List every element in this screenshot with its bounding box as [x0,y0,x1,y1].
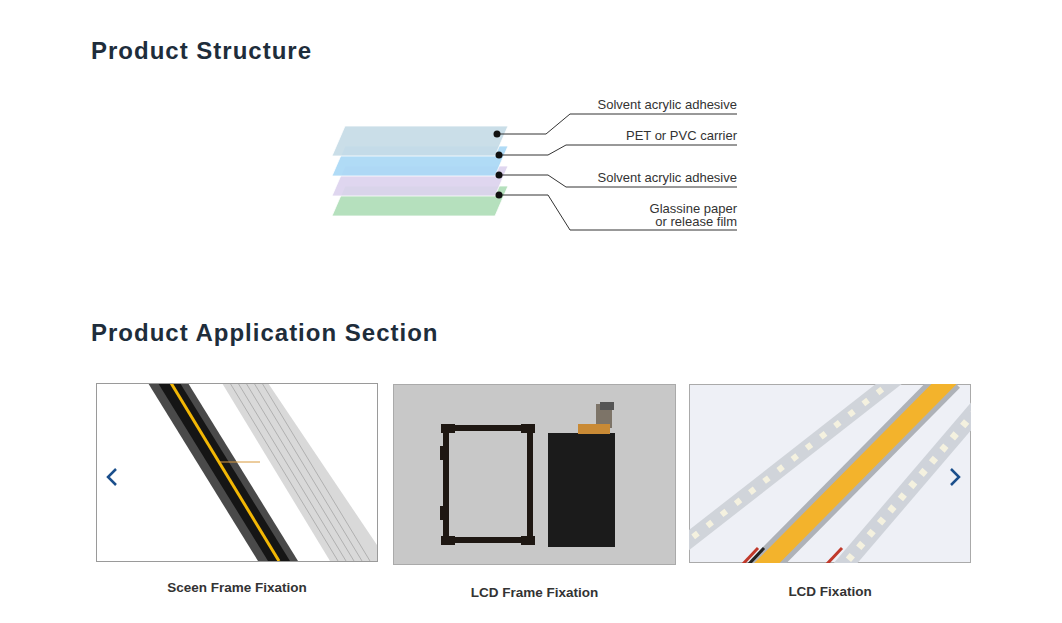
card-frame [97,384,378,562]
application-card: LCD Frame Fixation [393,384,676,603]
led-strip-picture [689,384,971,563]
application-card: Sceen Frame Fixation [96,383,378,598]
leader-dots [494,131,503,199]
layer-label: Solvent acrylic adhesive [598,97,737,112]
card-caption: LCD Frame Fixation [393,583,676,603]
layer-label: PET or PVC carrier [626,128,737,143]
lcd-frame-picture [440,402,615,547]
card-caption: Sceen Frame Fixation [96,578,378,598]
prev-chevron [108,469,116,485]
adhesive-layer [332,126,508,156]
section-heading: Product Application Section [91,318,438,348]
leader-dot [496,152,503,159]
card-caption: LCD Fixation [689,582,971,602]
leader-lines [497,114,737,230]
leader-dot [496,172,503,179]
section-heading: Product Structure [91,36,312,66]
screen-frame-picture [108,383,377,561]
layer-label: Glassine paper or release film [641,203,737,228]
next-chevron [951,469,959,485]
card-border [97,384,378,562]
layer-label: Solvent acrylic adhesive [598,170,737,185]
leader-dot [494,131,501,138]
application-card: LCD Fixation [689,384,971,602]
leader-line [499,195,737,230]
layer-stack [332,126,508,216]
leader-line [499,145,737,155]
leader-dot [496,192,503,199]
card-frame [394,385,676,565]
